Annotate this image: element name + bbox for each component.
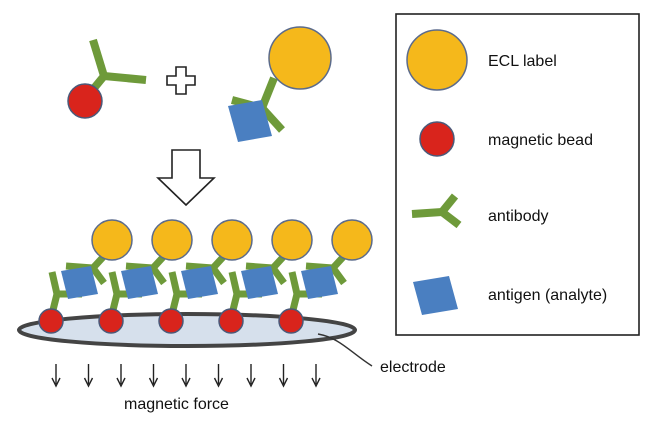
- down-arrow-icon: [246, 364, 256, 388]
- captured-complex: [278, 219, 373, 334]
- ecl-label-icon: [151, 219, 193, 261]
- down-arrow-icon: [213, 364, 224, 388]
- down-arrow-icon: [83, 364, 94, 388]
- legend-item-magnetic-bead: magnetic bead: [488, 132, 593, 149]
- electrode: [17, 312, 357, 348]
- down-arrow-icon: [51, 364, 61, 388]
- captured-complexes: [38, 219, 373, 334]
- ecl-label-icon: [91, 219, 133, 261]
- magnetic-bead-icon: [67, 83, 103, 119]
- captured-complex: [38, 219, 133, 334]
- magnetic-force-label: magnetic force: [124, 396, 229, 413]
- antigen-icon: [241, 266, 278, 299]
- antigen-icon: [61, 266, 98, 299]
- bead-antibody-complex: [67, 38, 147, 119]
- ecl-label-icon: [271, 219, 313, 261]
- ecl-label-icon: [331, 219, 373, 261]
- magnetic-force-arrows: [51, 364, 321, 388]
- legend: ECL label magnetic bead antibody antigen…: [395, 13, 640, 336]
- plus-icon: [166, 66, 196, 95]
- electrode-label: electrode: [380, 359, 446, 376]
- legend-item-antigen: antigen (analyte): [488, 287, 607, 304]
- electrode-pointer-line: [317, 333, 373, 367]
- antigen-icon: [228, 100, 272, 142]
- ecl-antibody-antigen-complex: [228, 26, 332, 142]
- magnetic-bead-icon: [158, 308, 184, 334]
- magnetic-bead-icon: [98, 308, 124, 334]
- captured-complex: [98, 219, 193, 334]
- magnetic-bead-icon: [218, 308, 244, 334]
- process-arrow-icon: [156, 149, 216, 207]
- antigen-icon: [413, 276, 458, 315]
- captured-complex: [218, 219, 313, 334]
- antigen-icon: [301, 266, 338, 299]
- down-arrow-icon: [278, 364, 289, 388]
- captured-complex: [158, 219, 253, 334]
- ecl-label-icon: [268, 26, 332, 90]
- legend-item-antibody: antibody: [488, 208, 549, 225]
- antigen-icon: [181, 266, 218, 299]
- magnetic-bead-icon: [419, 121, 455, 157]
- down-arrow-icon: [181, 364, 191, 388]
- ecl-label-icon: [211, 219, 253, 261]
- down-arrow-icon: [148, 364, 159, 388]
- antibody-icon: [411, 193, 462, 229]
- down-arrow-icon: [311, 364, 321, 388]
- antigen-icon: [121, 266, 158, 299]
- down-arrow-icon: [116, 364, 126, 388]
- magnetic-bead-icon: [278, 308, 304, 334]
- ecl-label-icon: [406, 29, 468, 91]
- legend-item-ecl-label: ECL label: [488, 53, 557, 70]
- magnetic-bead-icon: [38, 308, 64, 334]
